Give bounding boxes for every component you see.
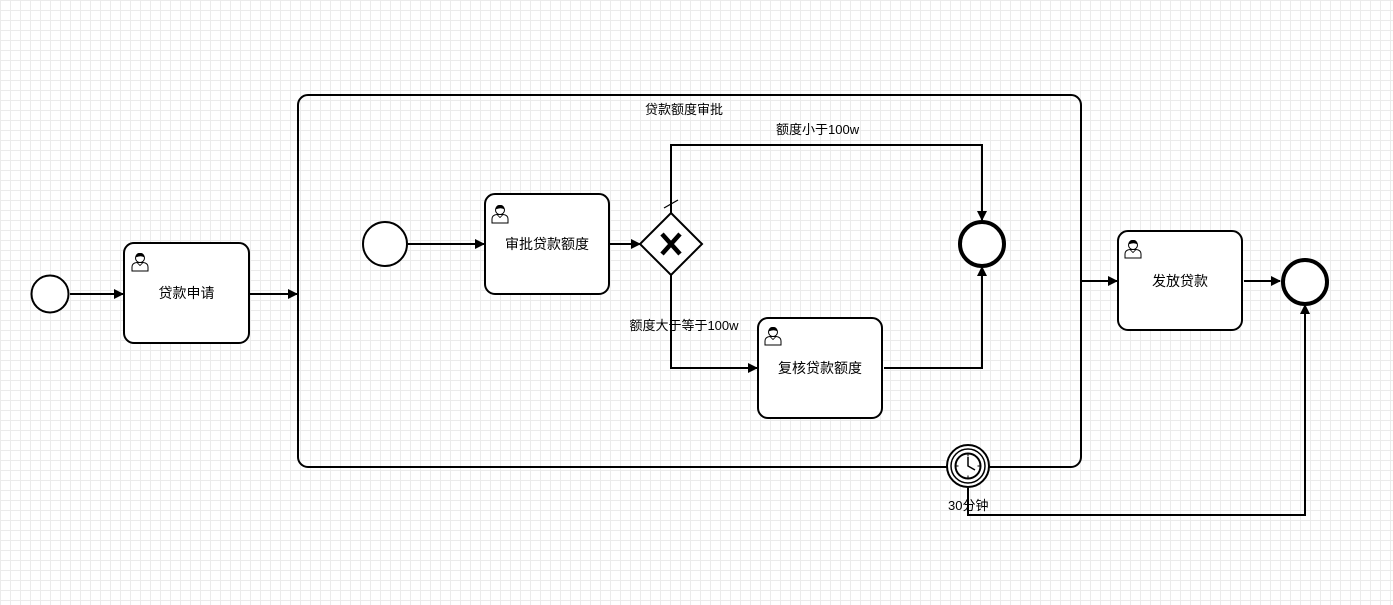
task-review[interactable]	[757, 317, 883, 419]
boundary-timer-event[interactable]	[946, 444, 990, 488]
timer-label: 30分钟	[948, 498, 989, 513]
task-review-label: 复核贷款额度	[778, 360, 862, 376]
sequence-flows	[70, 144, 1310, 516]
flow-label-greater-equal: 额度大于等于100w	[629, 318, 739, 333]
task-apply[interactable]	[123, 242, 250, 344]
flow-label-less-than: 额度小于100w	[776, 122, 860, 137]
flow-review-to-subend[interactable]	[884, 266, 987, 369]
exclusive-gateway[interactable]	[638, 211, 704, 277]
start-event[interactable]	[30, 274, 70, 314]
subprocess-end-event[interactable]	[958, 220, 1006, 268]
subprocess-start-event[interactable]	[362, 221, 408, 267]
gateway-x-mark	[660, 232, 682, 256]
task-approve-label: 审批贷款额度	[505, 236, 589, 252]
task-approve[interactable]	[484, 193, 610, 295]
flow-less-than[interactable]	[670, 144, 987, 221]
task-disburse[interactable]	[1117, 230, 1243, 331]
task-disburse-label: 发放贷款	[1152, 272, 1208, 289]
subprocess-title: 贷款额度审批	[645, 102, 724, 117]
subprocess-container[interactable]	[297, 94, 1082, 468]
task-apply-label: 贷款申请	[158, 285, 215, 301]
flow-timer-to-end[interactable]	[967, 304, 1310, 516]
default-flow-marker	[663, 199, 679, 209]
flow-greater-equal[interactable]	[670, 275, 758, 373]
end-event[interactable]	[1281, 258, 1329, 306]
